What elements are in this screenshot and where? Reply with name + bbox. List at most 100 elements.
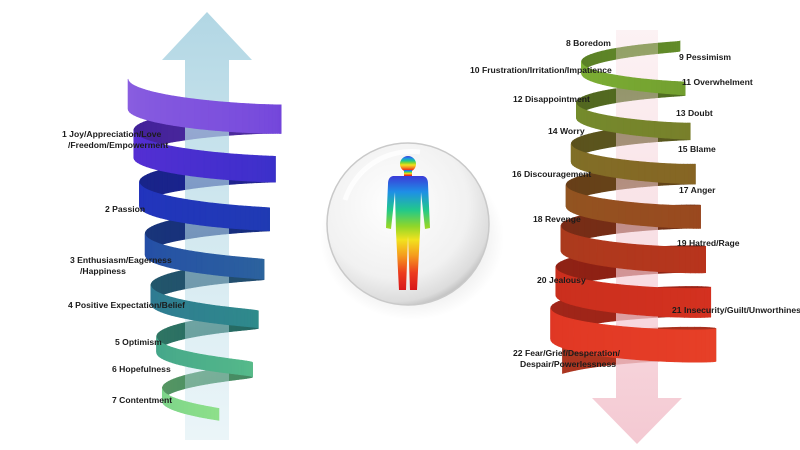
emotion-label-joy: /Freedom/Empowerment [68, 140, 168, 150]
spiral-segment [250, 309, 254, 328]
emotion-label-enthusiasm: 3 Enthusiasm/Eagerness [70, 255, 172, 265]
spiral-segment [606, 48, 612, 62]
spiral-segment [598, 155, 606, 177]
spiral-segment [696, 205, 699, 229]
spiral-segment [228, 306, 234, 326]
spiral-segment [668, 204, 676, 229]
spiral-segment [236, 307, 242, 327]
spiral-segment [562, 316, 569, 350]
spiral-segment [648, 120, 655, 138]
spiral-segment [187, 351, 193, 369]
emotion-label-anger: 17 Anger [679, 185, 716, 195]
spiral-segment [618, 200, 627, 225]
emotion-label-blame: 15 Blame [678, 144, 716, 154]
spiral-segment [270, 155, 274, 183]
spiral-segment [626, 243, 636, 271]
spiral-segment [662, 41, 668, 54]
spiral-segment [210, 151, 218, 180]
spiral-segment [207, 405, 212, 420]
spiral-segment [576, 192, 582, 217]
spiral-segment [157, 222, 162, 247]
spiral-segment [244, 308, 249, 328]
spiral-segment [579, 150, 585, 172]
spiral-segment [223, 255, 230, 277]
spiral-segment [585, 195, 593, 219]
spiral-segment [679, 246, 686, 274]
spiral-segment [647, 203, 656, 227]
spiral-segment [198, 302, 205, 323]
ascending-spiral-front [127, 78, 282, 421]
emotion-label-passion: 2 Passion [105, 204, 145, 214]
spiral-segment [604, 129, 611, 149]
spiral-segment [196, 251, 203, 274]
spiral-segment [665, 80, 671, 95]
spiral-segment [187, 401, 192, 416]
spiral-segment [611, 241, 620, 269]
spiral-segment [592, 91, 599, 108]
spiral-segment [714, 328, 717, 362]
spiral-segment [593, 154, 600, 176]
spiral-segment [629, 118, 637, 136]
spiral-segment [209, 304, 215, 324]
spiral-segment [250, 257, 255, 279]
spiral-segment [140, 87, 146, 120]
spiral-segment [179, 375, 184, 391]
spiral-segment [245, 205, 251, 230]
spiral-segment [701, 246, 705, 274]
emotion-label-jealousy: 20 Jealousy [537, 275, 586, 285]
spiral-segment [216, 152, 224, 180]
spiral-segment [170, 378, 174, 394]
spiral-segment [580, 107, 585, 125]
spiral-segment [558, 314, 564, 349]
spiral-segment [637, 285, 647, 316]
spiral-segment [172, 347, 177, 365]
spiral-segment [578, 235, 585, 263]
spiral-segment [180, 248, 187, 272]
spiral-segment [268, 104, 273, 134]
emotion-label-insecurity: 21 Insecurity/Guilt/Unworthiness [672, 305, 800, 315]
spiral-segment [152, 191, 157, 218]
spiral-segment [247, 257, 252, 279]
spiral-segment [241, 154, 248, 182]
spiral-segment [709, 328, 714, 363]
spiral-segment [651, 162, 659, 183]
spiral-segment [645, 78, 652, 93]
spiral-segment [183, 400, 189, 415]
spiral-segment [222, 101, 230, 132]
spiral-segment [240, 205, 246, 230]
spiral-segment [219, 305, 225, 325]
spiral-segment [661, 80, 667, 94]
spiral-segment [175, 348, 181, 366]
spiral-segment [257, 206, 262, 231]
spiral-segment [217, 203, 225, 229]
spiral-segment [644, 161, 653, 183]
spiral-segment [174, 397, 178, 412]
spiral-segment [240, 308, 245, 327]
spiral-segment [184, 299, 190, 320]
emotion-label-boredom: 8 Boredom [566, 38, 611, 48]
emotion-label-contentment: 7 Contentment [112, 395, 172, 405]
spiral-segment [597, 90, 604, 107]
emotion-label-overwhelment: 11 Overwhelment [682, 77, 753, 87]
spiral-segment [675, 163, 681, 184]
spiral-segment [235, 102, 243, 133]
spiral-segment [689, 329, 697, 363]
spiral-segment [232, 307, 238, 327]
spiral-segment [179, 96, 188, 128]
spiral-segment [658, 42, 664, 54]
spiral-segment [593, 131, 600, 151]
spiral-segment [208, 100, 216, 131]
spiral-segment [260, 206, 265, 231]
spiral-segment [590, 111, 596, 129]
spiral-segment [223, 203, 231, 229]
spiral-segment [175, 247, 181, 271]
spiral-segment [631, 160, 639, 181]
spiral-segment [175, 197, 183, 223]
spiral-segment [654, 121, 661, 139]
spiral-segment [639, 78, 647, 92]
spiral-segment [136, 86, 141, 119]
spiral-segment [229, 153, 237, 181]
spiral-segment [210, 355, 216, 372]
